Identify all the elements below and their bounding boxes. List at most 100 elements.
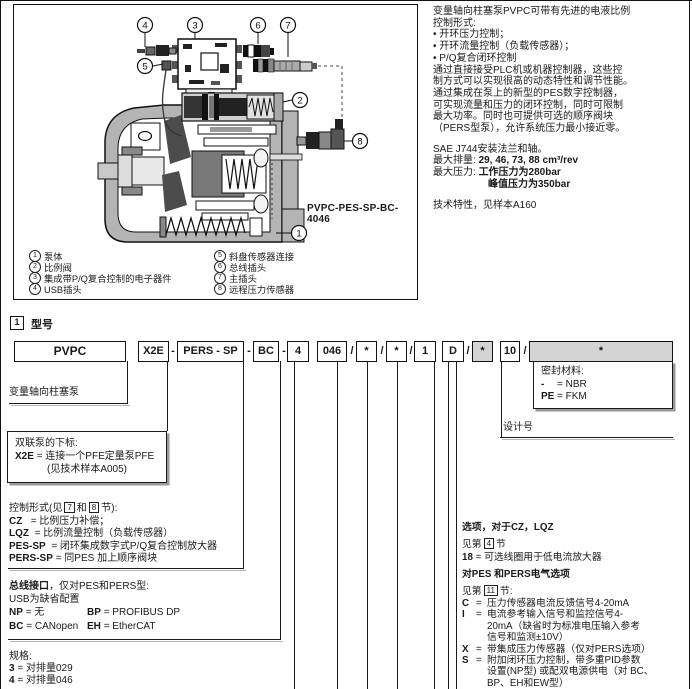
pump-diagram: 4 3 6 7 5 2 8 1 xyxy=(97,16,369,243)
line-one xyxy=(434,361,435,689)
design-number-label: 设计号 xyxy=(503,422,533,433)
figure-caption: PVPC-PES-SP-BC-4046 xyxy=(307,203,399,225)
max-displacement: 最大排量: 29, 46, 73, 88 cm³/rev xyxy=(433,155,579,167)
control-item: PES-SP = 闭环集成数字式P/Q复合控制放大器 xyxy=(9,540,218,552)
code-box-star-2: * xyxy=(386,341,407,362)
underline-design xyxy=(500,437,673,438)
bus-option: NP = 无 xyxy=(9,607,45,619)
callout-4-icon: 4 xyxy=(29,282,41,295)
swash-plate xyxy=(162,115,191,212)
bus-option: BC = CANopen xyxy=(9,620,79,632)
option-18: 18 = 可选线圈用于低电流放大器 xyxy=(462,551,602,563)
line-option xyxy=(456,361,457,689)
callout-4: 4 xyxy=(136,16,154,34)
section-ref-8: 8 xyxy=(88,502,100,513)
section-title: 型号 xyxy=(31,319,53,331)
callout-1-icon: 1 xyxy=(29,249,41,262)
svg-text:3: 3 xyxy=(192,20,197,31)
intro-line: 制方式可以实现很高的动态特性和调节性能。 xyxy=(433,76,633,88)
intro-line: 通过集成在泵上的新型的PES数字控制器， xyxy=(433,87,624,99)
control-item: LQZ = 比例流量控制（负载传感器） xyxy=(9,528,174,539)
callout-5: 5 xyxy=(136,57,154,75)
callout-8-icon: 8 xyxy=(214,282,226,295)
sae-line: SAE J744安装法兰和轴。 xyxy=(433,143,548,155)
callout-2: 2 xyxy=(291,91,309,109)
max-pressure: 最大压力: 工作压力为280bar xyxy=(433,167,561,179)
seal-material-box: 密封材料: -= NBR PE= FKM xyxy=(533,361,673,409)
callout-5-icon: 5 xyxy=(214,249,226,262)
twin-note: (见技术样本A005) xyxy=(47,464,128,475)
callout-6-icon: 6 xyxy=(214,260,226,273)
line-x2e xyxy=(167,361,168,431)
code-box-seal-star: * xyxy=(529,341,673,362)
bus-connector xyxy=(243,44,274,58)
code-box-option-star: * xyxy=(472,341,493,362)
intro-line: 变量轴向柱塞泵PVPC可带有先进的电液比例 xyxy=(433,6,631,17)
seal-title: 密封材料: xyxy=(541,366,584,377)
code-sep: / xyxy=(466,345,470,357)
seal-item: PE= FKM xyxy=(541,391,587,402)
spec-item: 3 = 对排量029 xyxy=(9,663,73,674)
intro-text: 变量轴向柱塞泵PVPC可带有先进的电液比例 控制形式: • 开环压力控制； • … xyxy=(433,6,691,211)
spec-block: 规格: 3 = 对排量029 4 = 对排量046 xyxy=(9,651,73,687)
intro-bullet: • 开环流量控制（负载传感器）； xyxy=(433,41,575,53)
remote-pressure-sensor xyxy=(296,119,345,150)
line-bc xyxy=(280,361,281,639)
bus-option: EH = EtherCAT xyxy=(87,620,156,632)
underline-pump-type xyxy=(9,403,128,404)
bus-interface-block: 总线接口，仅对PES和PERS型: USB为缺省配置 NP = 无 BP = P… xyxy=(9,580,277,633)
piston-group xyxy=(191,124,303,221)
pump-type-label: 变量轴向柱塞泵 xyxy=(9,387,79,398)
code-box-star-1: * xyxy=(356,341,377,362)
svg-text:2: 2 xyxy=(297,95,302,106)
intro-bullet: • P/Q复合闭环控制 xyxy=(433,52,517,64)
intro-line: 可实现流量和压力的闭环控制，同时可限制 xyxy=(433,99,623,111)
dashed-link xyxy=(318,65,343,123)
code-box-pers-sp: PERS - SP xyxy=(177,341,244,362)
underline-control xyxy=(8,568,244,569)
line-star-1 xyxy=(367,361,368,689)
callout-3: 3 xyxy=(186,16,204,34)
options-title-cz-lqz: 选项，对于CZ，LQZ xyxy=(462,522,554,533)
underline-bus xyxy=(8,639,281,640)
code-box-displacement: 046 xyxy=(317,341,347,362)
code-sep: / xyxy=(523,345,527,357)
callout-7: 7 xyxy=(279,16,297,34)
callout-8: 8 xyxy=(351,132,369,150)
peak-pressure: 峰值压力为350bar xyxy=(488,178,571,190)
callout-1: 1 xyxy=(290,224,308,242)
code-box-size: 4 xyxy=(287,341,309,362)
bus-sub: USB为缺省配置 xyxy=(9,594,80,606)
callouts: 4 3 6 7 5 2 8 1 xyxy=(136,16,369,242)
swash-sensor-wire xyxy=(161,60,183,137)
svg-text:8: 8 xyxy=(357,136,362,147)
proportional-valve xyxy=(181,92,284,122)
code-sep: - xyxy=(282,345,286,357)
spec-title: 规格: xyxy=(9,651,32,662)
code-box-design: 10 xyxy=(500,341,520,362)
option-c: C= 压力传感器电流反馈信号4-20mA xyxy=(462,598,630,610)
code-box-one: 1 xyxy=(414,341,436,362)
option-s: S= 附加闭环压力控制，带多重PID参数设置(NP型) 或配双电源供电（对 BC… xyxy=(462,655,654,689)
section-ref-4: 4 xyxy=(483,538,495,550)
callout-6: 6 xyxy=(249,16,267,34)
line-d xyxy=(448,361,449,689)
section-ref-11: 11 xyxy=(483,584,498,596)
line-size xyxy=(294,361,295,689)
section-ref-7: 7 xyxy=(64,502,75,513)
code-box-x2e: X2E xyxy=(138,341,169,362)
svg-text:1: 1 xyxy=(296,228,301,239)
callout-2-icon: 2 xyxy=(29,260,41,273)
code-box-d: D xyxy=(442,341,464,362)
intro-line: 通过直接接受PLC机或机器控制器，这些控 xyxy=(433,64,623,76)
code-sep: / xyxy=(380,345,384,357)
option-x: X= 带集成压力传感器（仅对PERS选项） xyxy=(462,643,651,655)
options-title-pes-pers: 对PES 和PERS电气选项 xyxy=(462,569,570,581)
bus-options: NP = 无 BP = PROFIBUS DP BC = CANopen EH … xyxy=(9,606,277,632)
svg-text:5: 5 xyxy=(142,61,147,72)
